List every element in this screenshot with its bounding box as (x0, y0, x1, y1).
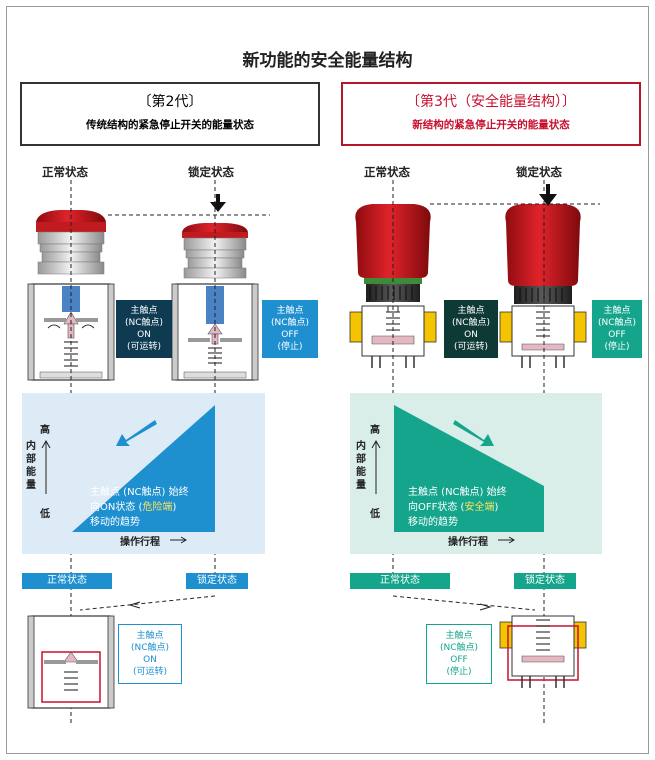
right-bar-locked: 锁定状态 (514, 573, 576, 589)
left-trend-arrow (116, 420, 157, 446)
left-bar-locked: 锁定状态 (186, 573, 248, 589)
outer-frame (6, 6, 649, 754)
right-state-locked: 锁定状态 (516, 165, 562, 179)
right-state-normal: 正常状态 (364, 165, 410, 179)
left-contact-label-on: 主触点(NC触点)ON(可运转) (116, 300, 172, 358)
left-header-title: 〔第2代〕 (137, 94, 203, 110)
left-state-normal: 正常状态 (42, 165, 88, 179)
chart-axes (41, 439, 515, 544)
right-bottom-label: 主触点(NC触点)OFF(停止) (426, 624, 492, 684)
right-axis-energy: 内部能量 (356, 441, 366, 491)
right-bottom-detail (499, 615, 587, 688)
right-header-box: 〔第3代（安全能量结构）〕 新结构的紧急停止开关的能量状态 (341, 82, 641, 146)
page-title: 新功能的安全能量结构 (242, 51, 413, 71)
left-axis-energy: 内部能量 (26, 441, 36, 491)
left-bottom-detail (27, 615, 115, 709)
right-chart-note: 主触点 (NC触点) 始终 向OFF状态 (安全端) 移动的趋势 (408, 487, 507, 528)
right-axis-high: 高 (370, 425, 380, 436)
right-lock-arrow (539, 184, 557, 206)
left-header-subtitle: 传统结构的紧急停止开关的能量状态 (86, 119, 254, 131)
left-lock-arrow (210, 194, 226, 212)
right-header-subtitle: 新结构的紧急停止开关的能量状态 (412, 119, 570, 131)
right-axis-stroke: 操作行程 (448, 537, 488, 548)
left-axis-stroke: 操作行程 (120, 537, 160, 548)
right-contact-label-on: 主触点(NC触点)ON(可运转) (444, 300, 498, 358)
right-axis-low: 低 (370, 509, 380, 520)
left-contact-label-off: 主触点(NC触点)OFF(停止) (262, 300, 318, 358)
left-bottom-label: 主触点(NC触点)ON(可运转) (118, 624, 182, 684)
left-energy-area (72, 405, 215, 532)
left-axis-high: 高 (40, 425, 50, 436)
right-bar-normal: 正常状态 (350, 573, 450, 589)
left-bar-normal: 正常状态 (22, 573, 112, 589)
right-contact-label-off: 主触点(NC触点)OFF(停止) (592, 300, 642, 358)
left-header-box: 〔第2代〕 传统结构的紧急停止开关的能量状态 (20, 82, 320, 146)
left-axis-low: 低 (40, 509, 50, 520)
right-button-locked (499, 204, 587, 368)
left-state-locked: 锁定状态 (188, 165, 234, 179)
right-header-title: 〔第3代（安全能量结构）〕 (406, 94, 576, 110)
right-energy-area (394, 405, 544, 532)
right-trend-arrow (453, 420, 494, 446)
left-chart-note: 主触点 (NC触点) 始终 向ON状态 (危险端) 移动的趋势 (90, 487, 189, 528)
